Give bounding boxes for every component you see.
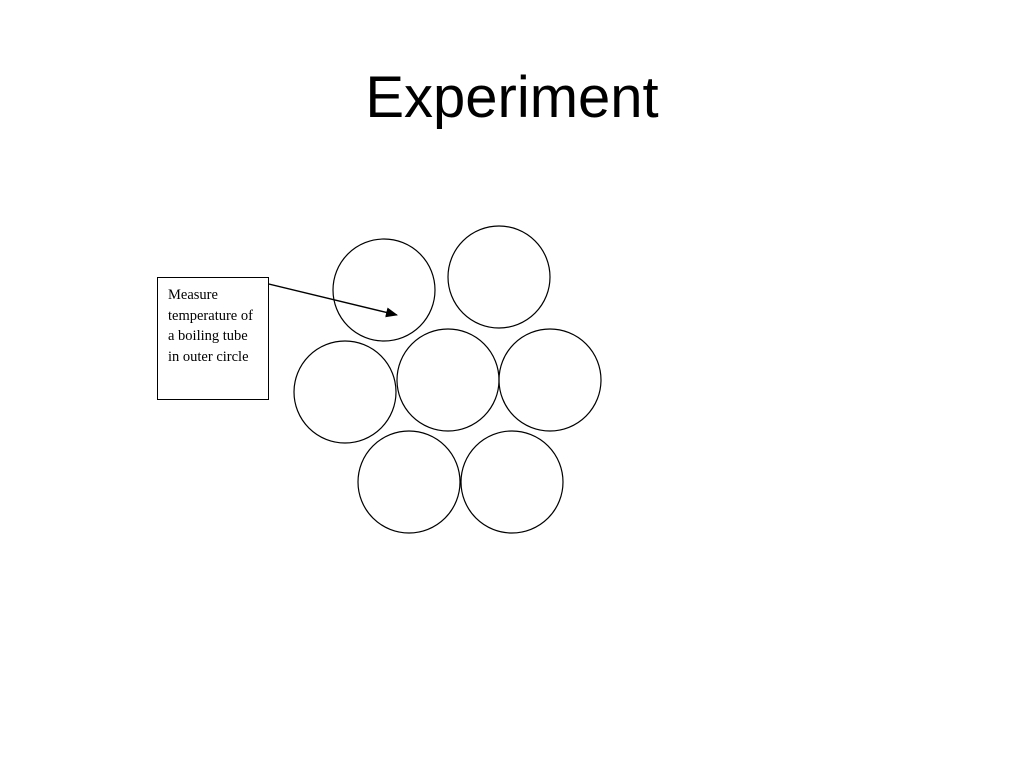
callout-arrow	[243, 277, 398, 318]
tube-circle-top-right	[447, 225, 551, 329]
tube-circle-center	[396, 328, 500, 432]
tube-circle-middle-right	[498, 328, 602, 432]
tube-circle-middle-left	[293, 340, 397, 444]
callout-box: Measure temperature of a boiling tube in…	[157, 277, 269, 400]
tube-circle-bottom-right	[460, 430, 564, 534]
slide-title: Experiment	[365, 65, 659, 130]
tube-circle-bottom-left	[357, 430, 461, 534]
tube-circle-top-left	[332, 238, 436, 342]
callout-text: Measure temperature of a boiling tube in…	[168, 287, 253, 365]
